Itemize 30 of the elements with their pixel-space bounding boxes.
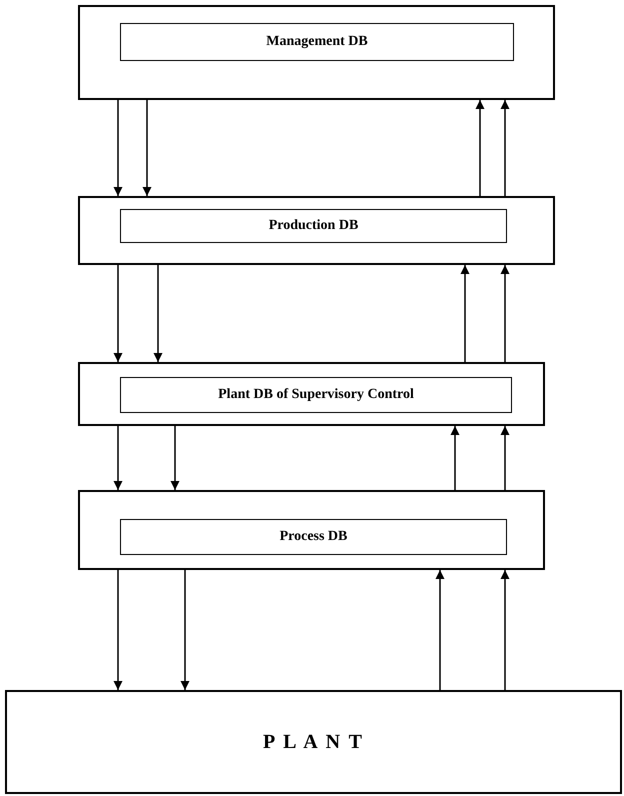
arrow [114,426,122,490]
arrow [476,100,484,196]
arrow [500,570,510,690]
arrow [154,265,162,362]
arrow [170,426,180,490]
arrow [460,265,470,362]
database-box [120,377,512,413]
box-label: Process DB [280,529,348,545]
database-box [120,23,514,61]
database-box [120,519,507,555]
plant-box [5,690,622,794]
arrow [500,265,510,362]
level-box [78,362,545,426]
box-label: Production DB [268,218,358,234]
database-box [120,209,507,243]
arrow [436,570,444,690]
arrow [114,265,122,362]
box-label: P L A N T [262,730,364,754]
arrow [450,426,460,490]
level-box [78,196,555,265]
arrow [500,100,510,196]
arrow [114,570,122,690]
arrow [500,426,510,490]
box-label: Management DB [266,34,368,50]
box-label: Plant DB of Supervisory Control [218,387,414,403]
arrow [114,100,122,196]
level-box [78,490,545,570]
level-box [78,5,555,100]
arrow [142,100,152,196]
arrow [180,570,190,690]
